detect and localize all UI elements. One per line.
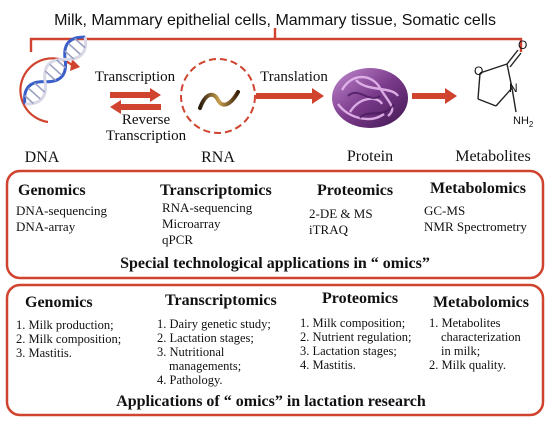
column-heading: Transcriptomics: [165, 292, 277, 309]
column-item: GC-MS: [424, 203, 465, 218]
application-transcriptomics-column: Transcriptomics 1. Dairy genetic study; …: [157, 292, 277, 387]
metabolite-molecule-icon: [477, 49, 522, 113]
column-item: 2-DE & MS: [309, 206, 373, 221]
column-item: managements;: [169, 359, 241, 373]
column-item: 4. Mastitis.: [300, 358, 356, 372]
column-item: DNA-sequencing: [16, 203, 107, 218]
column-heading: Metabolomics: [430, 180, 526, 197]
dna-label: DNA: [25, 149, 60, 166]
column-heading: Proteomics: [317, 182, 393, 199]
molecule-label-o-carbonyl: O: [518, 38, 527, 52]
column-item: NMR Spectrometry: [424, 219, 527, 234]
applications-box-title: Applications of “ omics” in lactation re…: [116, 393, 426, 410]
dna-helix-icon: [23, 35, 88, 106]
technology-box-title: Special technological applications in “ …: [120, 255, 430, 272]
technology-box: [5, 169, 545, 280]
column-item: iTRAQ: [309, 222, 349, 237]
column-item: 2. Lactation stages;: [157, 331, 254, 345]
column-item: Microarray: [162, 216, 221, 231]
rna-strand-icon: [198, 90, 240, 110]
transcription-label: Transcription: [95, 69, 176, 85]
technology-proteomics-column: Proteomics 2-DE & MS iTRAQ: [309, 182, 393, 237]
column-item: 1. Dairy genetic study;: [157, 317, 271, 331]
technology-metabolomics-column: Metabolomics GC-MS NMR Spectrometry: [424, 180, 527, 234]
application-metabolomics-column: Metabolomics 1. Metabolites characteriza…: [429, 294, 529, 372]
application-proteomics-column: Proteomics 1. Milk composition; 2. Nutri…: [300, 290, 411, 372]
column-item: 2. Milk composition;: [16, 332, 121, 346]
column-item: DNA-array: [16, 219, 76, 234]
column-item: RNA-sequencing: [162, 200, 253, 215]
column-item: 1. Milk composition;: [300, 316, 405, 330]
protein-label: Protein: [347, 148, 393, 165]
translation-arrow: [256, 88, 324, 104]
source-list: Milk, Mammary epithelial cells, Mammary …: [54, 12, 496, 29]
column-item: 3. Mastitis.: [16, 346, 72, 360]
applications-box: [5, 283, 545, 417]
column-item: 1. Metabolites: [429, 316, 501, 330]
source-bracket: [29, 28, 523, 52]
metabolites-label: Metabolites: [455, 148, 531, 165]
column-item: characterization: [441, 330, 522, 344]
column-item: 2. Milk quality.: [429, 358, 506, 372]
translation-label: Translation: [260, 69, 328, 85]
molecule-label-o-ring: O: [474, 64, 483, 78]
column-heading: Metabolomics: [433, 294, 529, 311]
protein-structure-icon: [332, 68, 408, 128]
reverse-transcription-arrow: [110, 100, 161, 114]
molecule-label-nh2: NH2: [513, 115, 534, 129]
column-heading: Proteomics: [322, 290, 398, 307]
column-heading: Transcriptomics: [160, 182, 272, 199]
reverse-label-line1: Reverse: [122, 112, 171, 128]
column-item: 4. Pathology.: [157, 373, 223, 387]
metabolism-arrow: [412, 88, 457, 104]
technology-transcriptomics-column: Transcriptomics RNA-sequencing Microarra…: [160, 182, 272, 247]
rna-dashed-circle: [180, 58, 256, 134]
column-item: 3. Lactation stages;: [300, 344, 397, 358]
application-columns: Genomics 1. Milk production; 2. Milk com…: [16, 290, 529, 387]
technology-genomics-column: Genomics DNA-sequencing DNA-array: [16, 182, 107, 234]
technology-columns: Genomics DNA-sequencing DNA-array Transc…: [16, 180, 527, 247]
column-item: 3. Nutritional: [157, 345, 225, 359]
molecule-label-n: N: [509, 81, 518, 95]
rna-label: RNA: [201, 149, 235, 166]
column-item: 2. Nutrient regulation;: [300, 330, 411, 344]
column-item: 1. Milk production;: [16, 318, 114, 332]
column-item: in milk;: [441, 344, 480, 358]
transcription-arrow: [110, 88, 161, 102]
column-heading: Genomics: [18, 182, 86, 199]
application-genomics-column: Genomics 1. Milk production; 2. Milk com…: [16, 294, 121, 360]
column-item: qPCR: [162, 232, 193, 247]
reverse-label-line2: Transcription: [106, 128, 187, 144]
column-heading: Genomics: [25, 294, 93, 311]
